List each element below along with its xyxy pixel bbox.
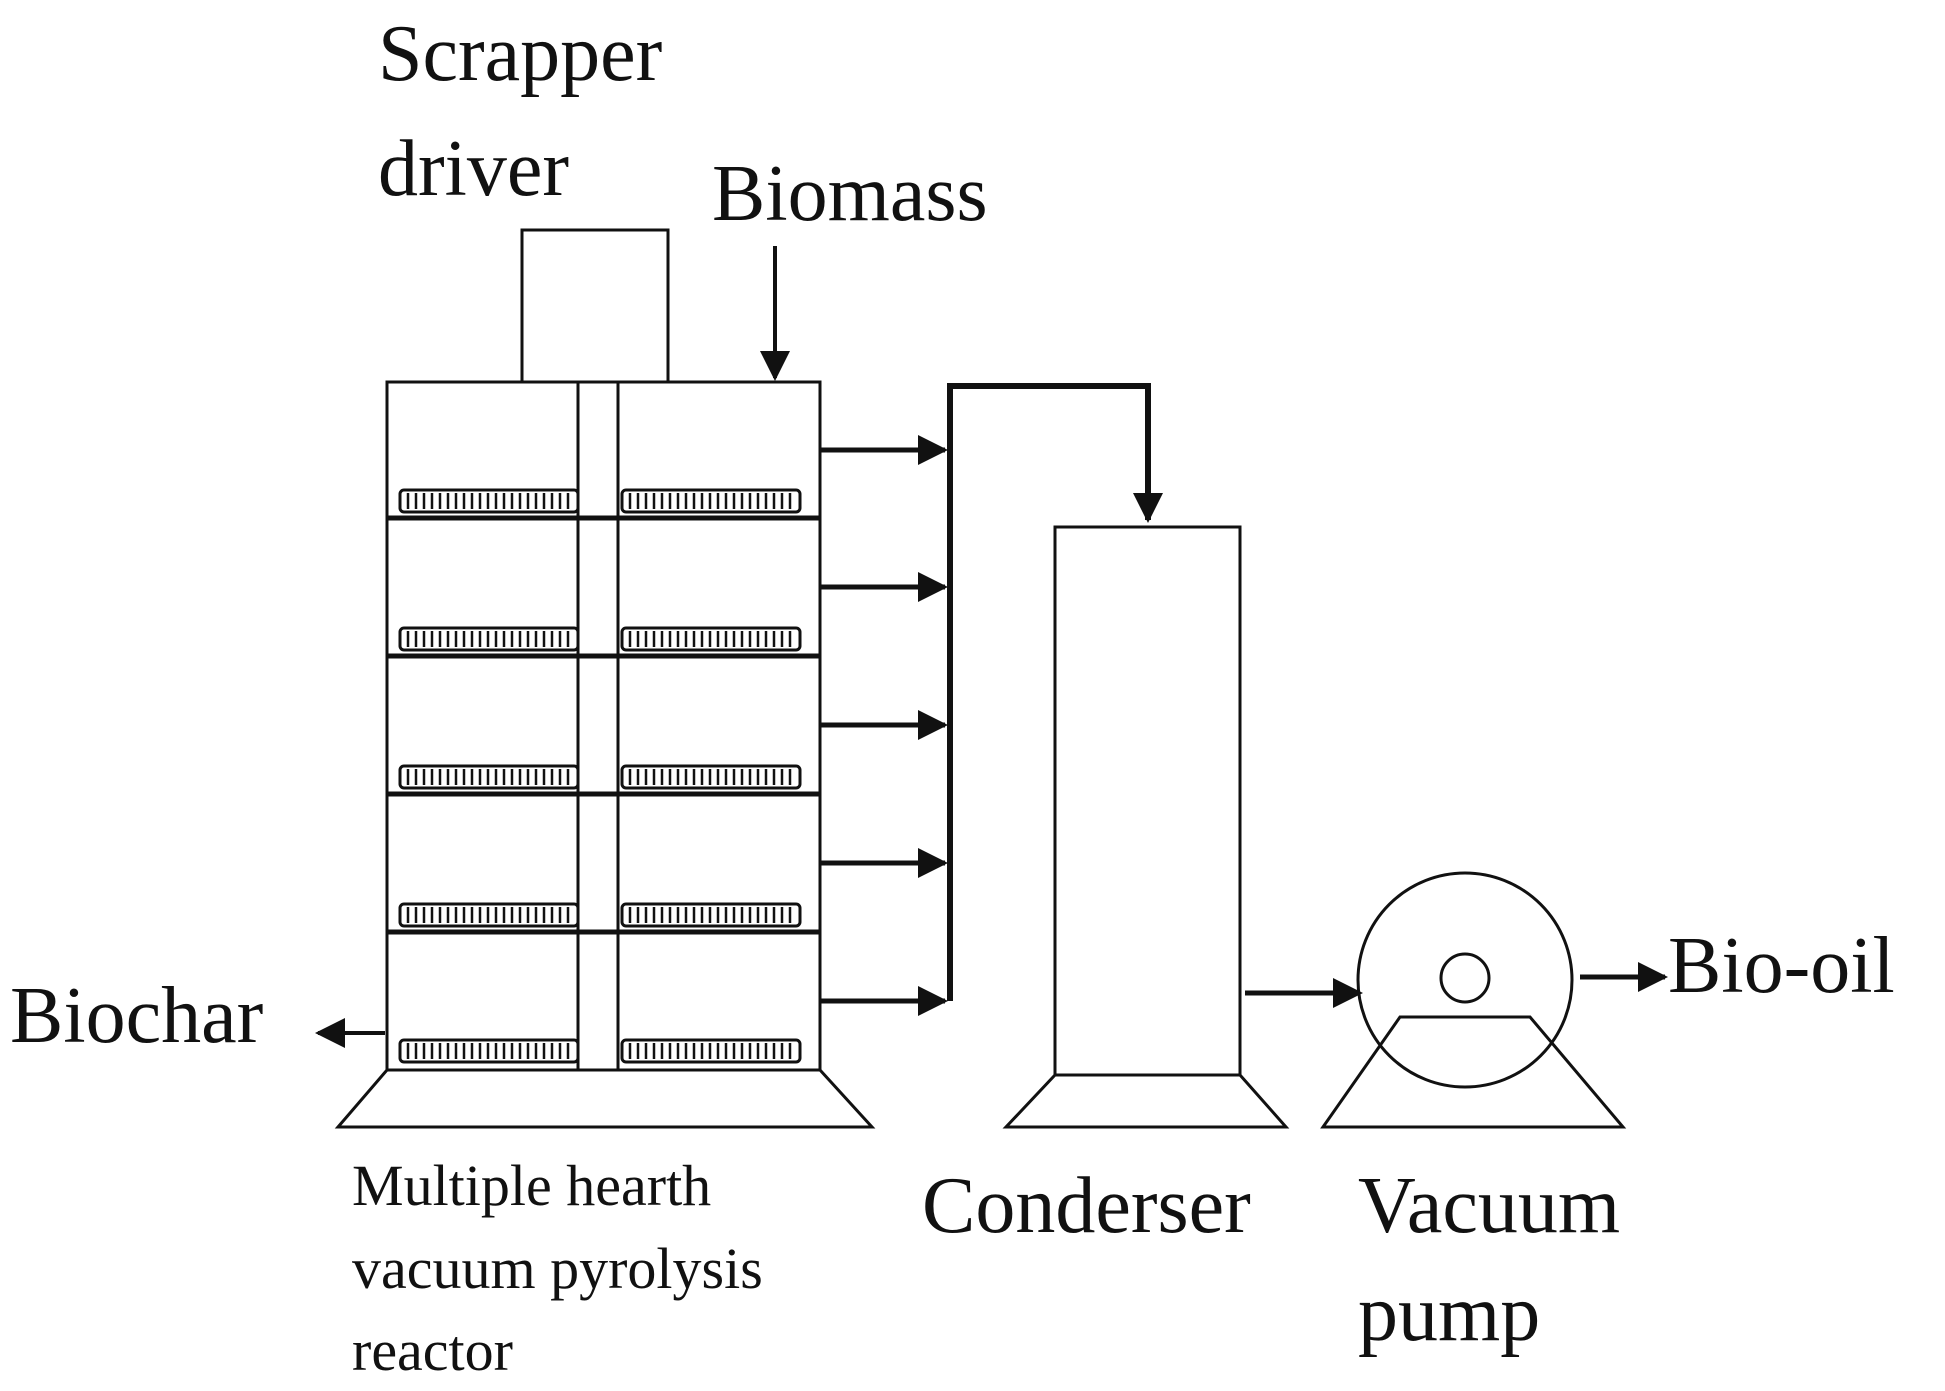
condenser-column bbox=[1053, 525, 1242, 1077]
condenser-label: Conderser bbox=[922, 1162, 1251, 1250]
reactor-label-line1: Multiple hearth bbox=[352, 1153, 711, 1218]
reactor-body bbox=[334, 380, 876, 1129]
condenser-base bbox=[1002, 1073, 1290, 1129]
scrapper-driver-label-line2: driver bbox=[378, 125, 569, 213]
scrapper-driver-label-line1: Scrapper bbox=[378, 10, 662, 98]
pump-rotor bbox=[1439, 952, 1491, 1004]
biomass-label: Biomass bbox=[712, 150, 988, 238]
reactor-shaft bbox=[576, 380, 620, 1072]
vacuum-pump-label-line1: Vacuum bbox=[1358, 1162, 1620, 1250]
bio-oil-label: Bio-oil bbox=[1668, 922, 1895, 1010]
reactor-base bbox=[334, 1068, 876, 1129]
vacuum-pump-label-line2: pump bbox=[1358, 1270, 1540, 1358]
pump-base bbox=[1320, 1015, 1627, 1129]
reactor-label-line2: vacuum pyrolysis bbox=[352, 1236, 763, 1301]
reactor-label-line3: reactor bbox=[352, 1318, 513, 1383]
scrapers bbox=[398, 488, 802, 1064]
vacuum-pump bbox=[1320, 871, 1627, 1129]
collector-pipe bbox=[947, 383, 1163, 1001]
pump-housing bbox=[1356, 871, 1574, 1089]
biochar-label: Biochar bbox=[10, 972, 263, 1060]
scrapper-driver-box bbox=[520, 228, 670, 384]
